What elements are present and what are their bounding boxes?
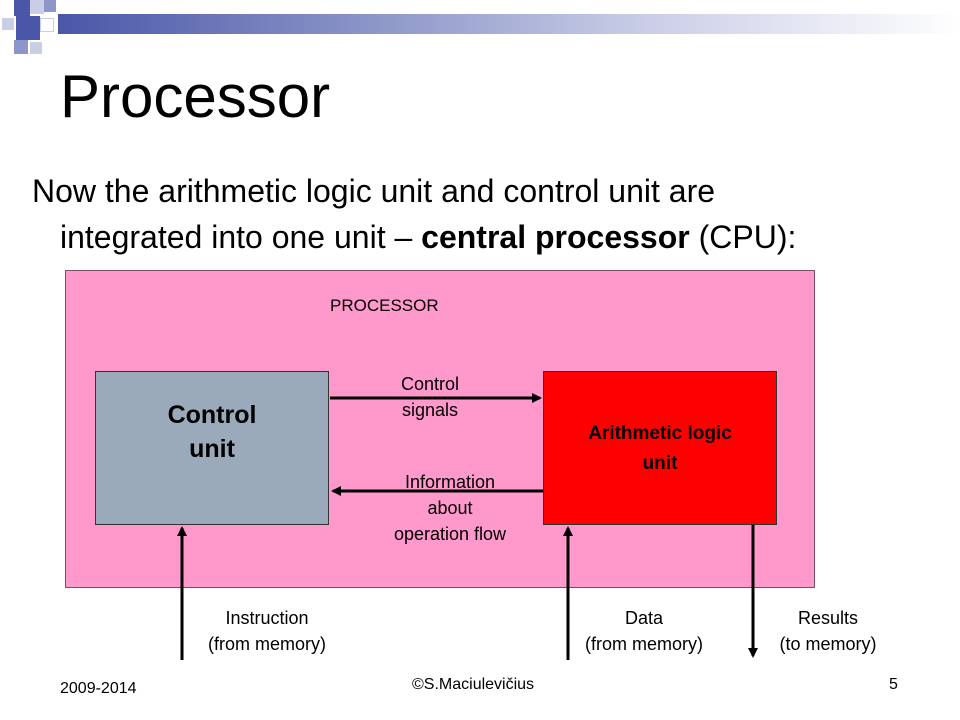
instruction-label: Instruction (from memory) [185, 605, 349, 657]
processor-label: PROCESSOR [330, 296, 439, 315]
page-number: 5 [889, 676, 898, 693]
control-signals-label: Control signals [370, 371, 490, 423]
alu-line-1: Arithmetic logic [588, 423, 732, 444]
alu-line-2: unit [642, 453, 678, 474]
bullet-line-2-end: (CPU): [689, 219, 797, 255]
deco-square [30, 42, 42, 54]
bullet-line-2-bold: central processor [421, 219, 690, 255]
information-flow-line-1: Information [404, 472, 496, 492]
alu-label: Arithmetic logic unit [543, 419, 777, 479]
deco-square [44, 0, 56, 12]
deco-square [30, 0, 44, 14]
information-flow-label: Information about operation flow [368, 469, 532, 547]
bullet-line-2: integrated into one unit – central proce… [32, 214, 932, 260]
deco-square [14, 40, 28, 54]
footer-author: ©S.Maciulevičius [412, 676, 535, 693]
control-unit-line-1: Control [167, 401, 257, 429]
bullet-line-1: Now the arithmetic logic unit and contro… [32, 173, 716, 209]
data-line-2: (from memory) [585, 634, 703, 654]
footer-date: 2009-2014 [60, 680, 137, 697]
instruction-line-2: (from memory) [208, 634, 326, 654]
results-line-1: Results [797, 608, 859, 628]
deco-square [14, 0, 30, 16]
results-label: Results (to memory) [758, 605, 898, 657]
bullet-line-2-start: integrated into one unit – [60, 219, 422, 255]
data-label: Data (from memory) [562, 605, 726, 657]
bullet-text: Now the arithmetic logic unit and contro… [32, 168, 932, 260]
information-flow-line-3: operation flow [393, 524, 507, 544]
control-signals-line-1: Control [400, 374, 460, 394]
data-line-1: Data [624, 608, 664, 628]
slide-title: Processor [60, 63, 331, 130]
information-flow-line-2: about [427, 498, 473, 518]
deco-square [40, 18, 54, 32]
deco-square [2, 18, 14, 30]
control-unit-line-2: unit [189, 435, 235, 463]
header-bar [58, 14, 960, 34]
deco-square [16, 16, 40, 40]
control-unit-label: Control unit [95, 398, 329, 466]
alu-box [543, 371, 777, 525]
results-line-2: (to memory) [779, 634, 877, 654]
control-signals-line-2: signals [401, 400, 459, 420]
control-unit-box [95, 371, 329, 525]
instruction-line-1: Instruction [225, 608, 309, 628]
